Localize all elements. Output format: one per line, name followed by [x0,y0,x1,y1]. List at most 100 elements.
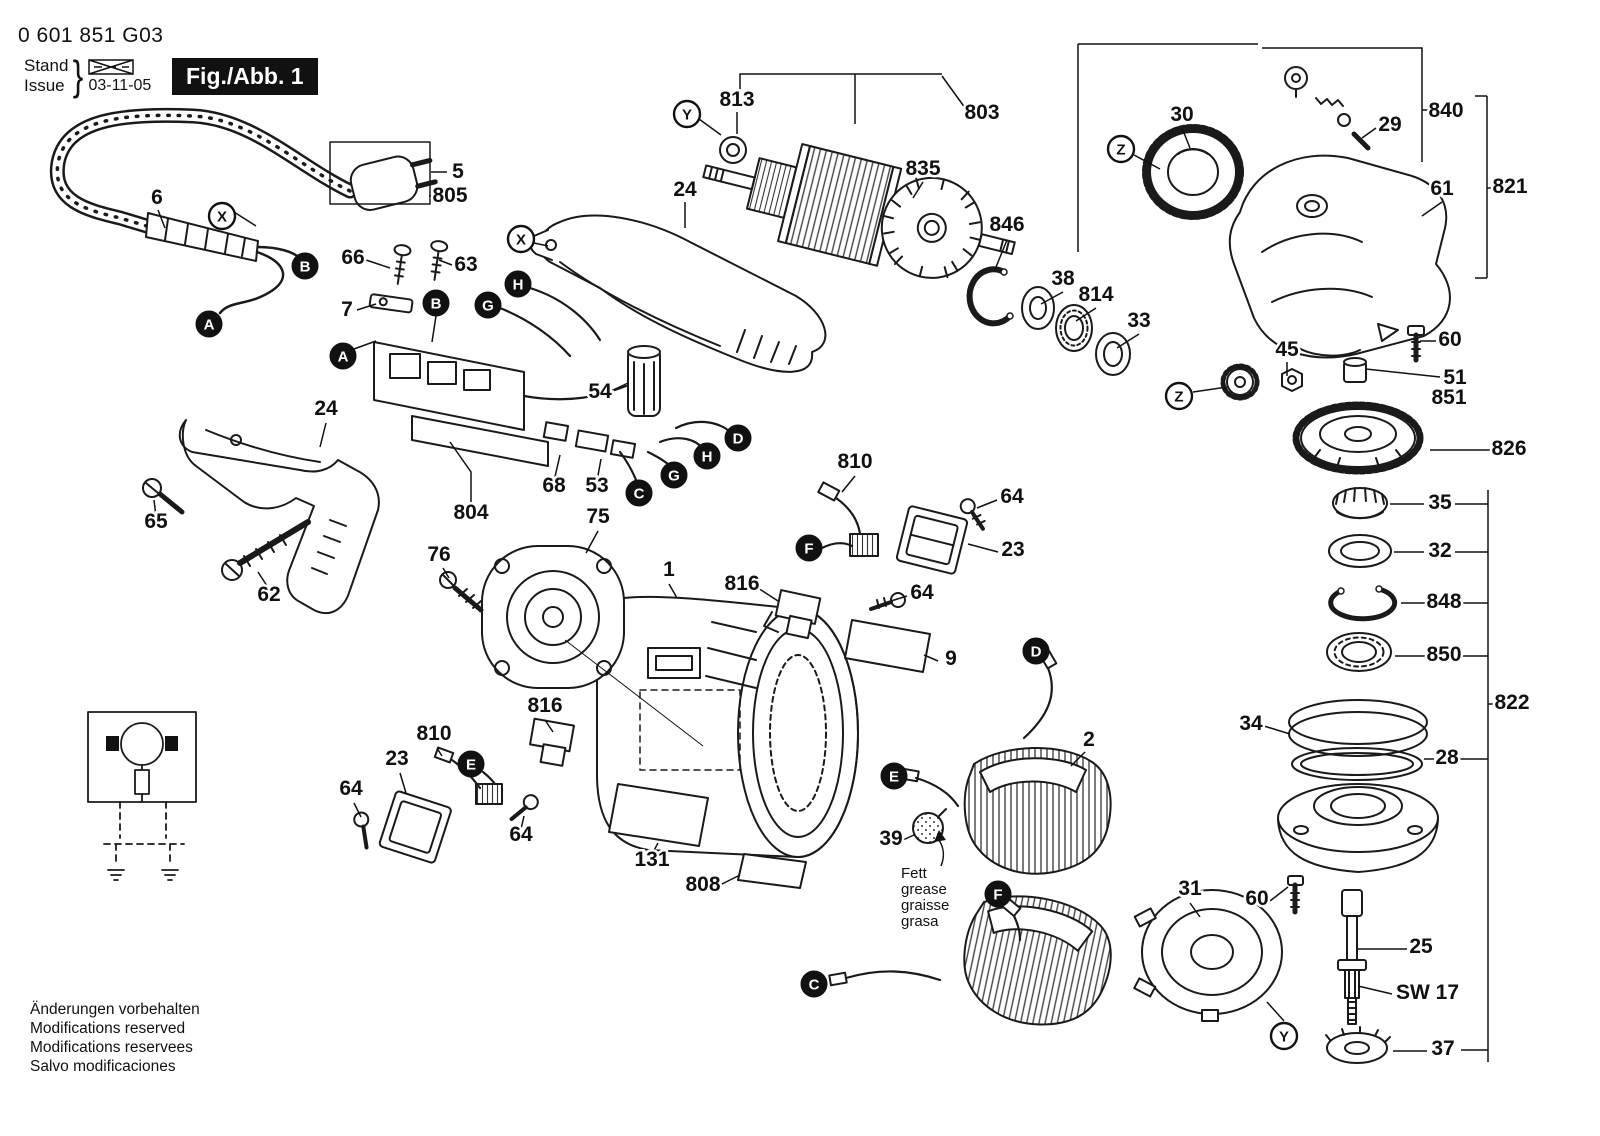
leader-lines [153,43,1495,1062]
crown-gear-826-drawing [1292,401,1424,475]
part-label-850: 850 [1426,643,1461,666]
brush-cover-23-bottom-drawing [378,790,452,864]
washer-37-drawing [1325,1026,1391,1064]
note-line-es: Salvo modificaciones [30,1058,176,1075]
note-line-fr: Modifications reservees [30,1039,193,1056]
part-label-23: 23 [1001,538,1024,561]
callout-y-outline: Y [1269,1021,1299,1051]
plate-7-drawing [368,293,414,314]
part-label-804: 804 [453,501,488,524]
part-label-64: 64 [339,777,363,800]
screw-62-drawing [221,519,311,581]
document-number: 0 601 851 G03 [18,24,164,47]
part-label-846: 846 [989,213,1024,236]
part-label-848: 848 [1426,590,1461,613]
part-label-62: 62 [257,583,280,606]
svg-text:H: H [702,449,713,466]
screw-64-bottom-left-drawing [353,811,370,850]
svg-text:Y: Y [1279,1029,1289,1046]
screw-65-drawing [142,478,185,515]
callout-g: G [474,291,502,319]
svg-text:A: A [338,349,349,366]
issue-brace: } [73,52,84,99]
part-label-9: 9 [945,647,957,670]
part-label-66: 66 [341,246,364,269]
bushing-851-drawing [1343,357,1367,383]
screw-63-drawing [430,240,449,281]
part-label-35: 35 [1428,491,1452,514]
svg-text:X: X [516,232,526,249]
brush-cover-23-top-drawing [895,505,969,575]
grease-line-fr: graisse [901,897,950,914]
parts-drawing-layer [49,66,1451,1064]
top-handle-drawing [529,214,827,373]
callout-c: C [800,970,828,998]
callout-z-outline: Z [1106,134,1136,164]
small-parts-840-drawing [1284,66,1371,151]
cap-35-drawing [1332,487,1388,520]
svg-text:B: B [431,296,442,313]
part-label-24: 24 [314,397,338,420]
svg-text:D: D [1031,644,1042,661]
wire-e-right-drawing [900,767,960,808]
stator-2-drawing [963,747,1112,875]
part-label-808: 808 [685,873,720,896]
grease-line-en: grease [901,881,947,898]
spindle-25-drawing [1337,889,1367,1025]
svg-text:H: H [513,277,524,294]
bearing-flange-drawing [1277,783,1439,873]
callout-f: F [795,534,823,562]
note-line-en: Modifications reserved [30,1020,186,1037]
screw-64-top-drawing [959,498,986,531]
part-label-826: 826 [1491,437,1526,460]
side-handle-drawing [178,419,380,615]
callout-x-outline: X [207,201,237,231]
callout-h: H [504,270,532,298]
spindle-gear-45-drawing [1220,363,1303,401]
part-label-6: 6 [151,186,163,209]
part-label-835: 835 [905,157,940,180]
screw-64-bottom-mid-drawing [509,794,539,822]
part-label-33: 33 [1127,309,1150,332]
modifications-note: Änderungen vorbehalten Modifications res… [30,1000,200,1076]
part-label-32: 32 [1428,539,1451,562]
nameplate-808-drawing [737,853,807,889]
callout-f: F [984,880,1012,908]
callout-y-outline: Y [672,99,702,129]
part-label-63: 63 [454,253,477,276]
svg-text:Y: Y [682,107,692,124]
bearing-813-drawing [719,136,747,164]
mains-plug-drawing [349,155,438,211]
part-label-25: 25 [1409,935,1433,958]
note-line-de: Änderungen vorbehalten [30,1001,200,1018]
screw-60-top-drawing [1407,325,1425,363]
part-label-68: 68 [542,474,566,497]
part-label-53: 53 [585,474,608,497]
screw-64-mid-drawing [869,592,906,611]
part-label-64: 64 [910,581,934,604]
part-label-816: 816 [724,572,759,595]
part-label-39: 39 [879,827,902,850]
svg-text:X: X [217,209,227,226]
gear-housing-drawing [1228,154,1451,359]
part-label-810: 810 [837,450,872,473]
svg-text:E: E [466,757,476,774]
grease-line-de: Fett [901,865,927,882]
callout-z-outline: Z [1164,381,1194,411]
part-label-814: 814 [1078,283,1113,306]
part-label-131: 131 [634,848,669,871]
part-label-28: 28 [1435,746,1459,769]
part-label-810: 810 [416,722,451,745]
part-label-60: 60 [1438,328,1461,351]
part-label-840: 840 [1428,99,1463,122]
brush-holder-816-bottom-drawing [529,717,575,767]
issue-block: Stand Issue } 03-11-05 [24,52,151,99]
o-ring-28-drawing [1291,747,1423,781]
svg-text:F: F [804,541,813,558]
part-label-23: 23 [385,747,408,770]
screw-76-drawing [439,571,484,613]
grease-39-drawing [912,808,947,844]
svg-text:G: G [668,468,680,485]
